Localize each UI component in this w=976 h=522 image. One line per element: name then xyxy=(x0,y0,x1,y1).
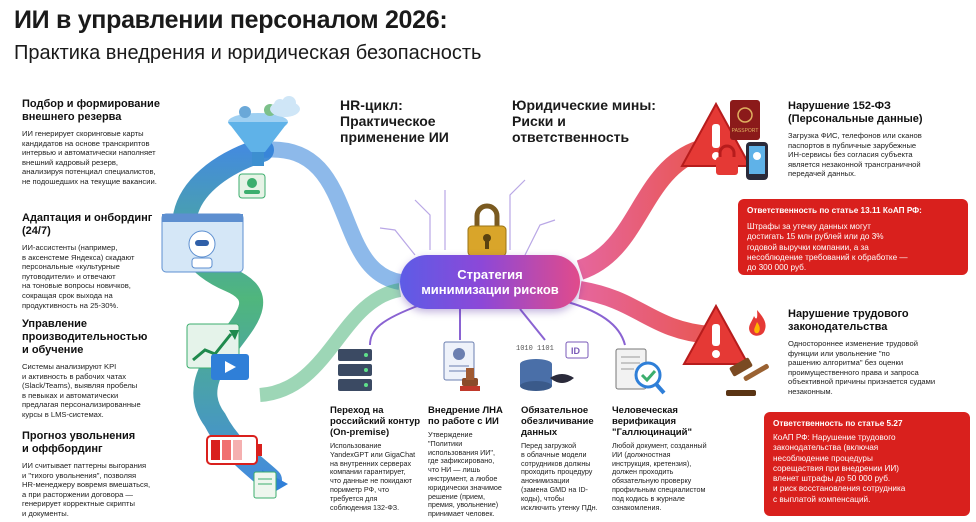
binary-code-text: 1010 1101 xyxy=(516,345,554,353)
column-lna: Внедрение ЛНА по работе с ИИ Утверждение… xyxy=(428,405,514,519)
stamp-icon xyxy=(443,341,480,391)
passport-icon: PASSPORT xyxy=(730,100,760,140)
block-offboarding-text: ИИ считывает паттерны выгорания и "тихог… xyxy=(22,461,151,518)
right-upper-band xyxy=(576,140,704,280)
column-anonymization: Обязательное обезличивание данных Перед … xyxy=(521,405,607,512)
id-tag-text: ID xyxy=(571,346,581,356)
page-subtitle: Практика внедрения и юридическая безопас… xyxy=(14,42,482,64)
hub-label: Стратегия минимизации рисков xyxy=(421,267,559,297)
block-recruiting: Подбор и формирование внешнего резерва И… xyxy=(22,98,202,187)
document-icon xyxy=(253,471,277,499)
column-verification-heading: Человеческая верификация "Галлюцинаций" xyxy=(612,405,692,438)
padlock-icon xyxy=(467,203,507,257)
penalty-13-11-heading: Ответственность по статье 13.11 КоАП РФ: xyxy=(747,206,922,215)
penalty-13-11-text: Штрафы за утечку данных могут достигать … xyxy=(747,222,908,273)
connector-col3 xyxy=(519,308,546,341)
funnel-icon xyxy=(228,104,288,166)
block-152fz: Нарушение 152-ФЗ (Персональные данные) З… xyxy=(788,100,970,179)
block-performance-heading: Управление производительностью и обучени… xyxy=(22,318,148,356)
column-anonymization-heading: Обязательное обезличивание данных xyxy=(521,405,594,438)
block-onboarding: Адаптация и онбординг (24/7) ИИ-ассистен… xyxy=(22,212,182,310)
warning-icon-labor xyxy=(682,303,750,365)
block-offboarding: Прогноз увольнения и оффбординг ИИ считы… xyxy=(22,430,202,519)
page-title: ИИ в управлении персоналом 2026: xyxy=(14,6,448,34)
circuit-lines xyxy=(379,179,556,256)
column-verification: Человеческая верификация "Галлюцинаций" … xyxy=(612,405,712,512)
strategy-hub: Стратегия минимизации рисков xyxy=(400,255,580,309)
passport-label: PASSPORT xyxy=(732,128,759,134)
block-recruiting-text: ИИ генерирует скоринговые карты кандидат… xyxy=(22,129,157,186)
database-mask-icon: 1010 1101 ID xyxy=(516,341,589,391)
block-labor-law-heading: Нарушение трудового законодательства xyxy=(788,308,909,333)
connector-col4 xyxy=(559,299,626,346)
column-lna-text: Утверждение "Политики использования ИИ",… xyxy=(428,430,502,519)
column-on-premise: Переход на российский контур (On-premise… xyxy=(330,405,420,512)
phone-icon xyxy=(746,142,768,180)
left-to-hub-band xyxy=(261,141,402,290)
block-onboarding-text: ИИ-ассистенты (например, в аксенстеме Ян… xyxy=(22,243,135,310)
connector-col1 xyxy=(369,304,421,346)
server-icon xyxy=(338,349,372,391)
block-performance: Управление производительностью и обучени… xyxy=(22,318,182,420)
padlock-red-icon xyxy=(716,144,738,175)
robot-icon xyxy=(161,213,244,273)
gavel-icon xyxy=(726,357,769,396)
block-offboarding-heading: Прогноз увольнения и оффбординг xyxy=(22,430,136,455)
candidate-card-icon xyxy=(238,173,266,199)
column-anonymization-text: Перед загрузкой в облачные модели сотруд… xyxy=(521,441,598,512)
penalty-box-13-11: Ответственность по статье 13.11 КоАП РФ:… xyxy=(738,199,968,275)
penalty-box-5-27: Ответственность по статье 5.27 КоАП РФ: … xyxy=(764,412,970,516)
block-labor-law-text: Одностороннее изменение трудовой функции… xyxy=(788,339,936,396)
column-on-premise-text: Использование YandexGPT или GigaChat на … xyxy=(330,441,416,512)
column-on-premise-heading: Переход на российский контур (On-premise… xyxy=(330,405,421,438)
block-onboarding-heading: Адаптация и онбординг (24/7) xyxy=(22,212,153,237)
penalty-5-27-heading: Ответственность по статье 5.27 xyxy=(773,419,903,428)
column-verification-text: Любой документ, созданный ИИ (должностна… xyxy=(612,441,707,512)
hr-cycle-heading: HR-цикл: Практическое применение ИИ xyxy=(340,97,449,145)
chart-icon xyxy=(186,323,249,380)
block-152fz-heading: Нарушение 152-ФЗ (Персональные данные) xyxy=(788,100,923,125)
cloud-icon xyxy=(270,96,300,117)
block-labor-law: Нарушение трудового законодательства Одн… xyxy=(788,308,970,397)
block-performance-text: Системы анализируют KPI и активность в р… xyxy=(22,362,141,419)
fire-icon xyxy=(749,310,766,336)
right-lower-band xyxy=(578,281,711,344)
block-recruiting-heading: Подбор и формирование внешнего резерва xyxy=(22,98,160,123)
left-lower-to-hub-band xyxy=(259,283,402,402)
battery-icon xyxy=(206,435,262,465)
block-152fz-text: Загрузка ФИС, телефонов или сканов паспо… xyxy=(788,131,922,179)
penalty-5-27-text: КоАП РФ: Нарушение трудового законодател… xyxy=(773,433,906,504)
magnifier-check-icon xyxy=(615,348,666,395)
column-lna-heading: Внедрение ЛНА по работе с ИИ xyxy=(428,405,503,427)
legal-mines-heading: Юридические мины: Риски и ответственност… xyxy=(512,97,656,145)
